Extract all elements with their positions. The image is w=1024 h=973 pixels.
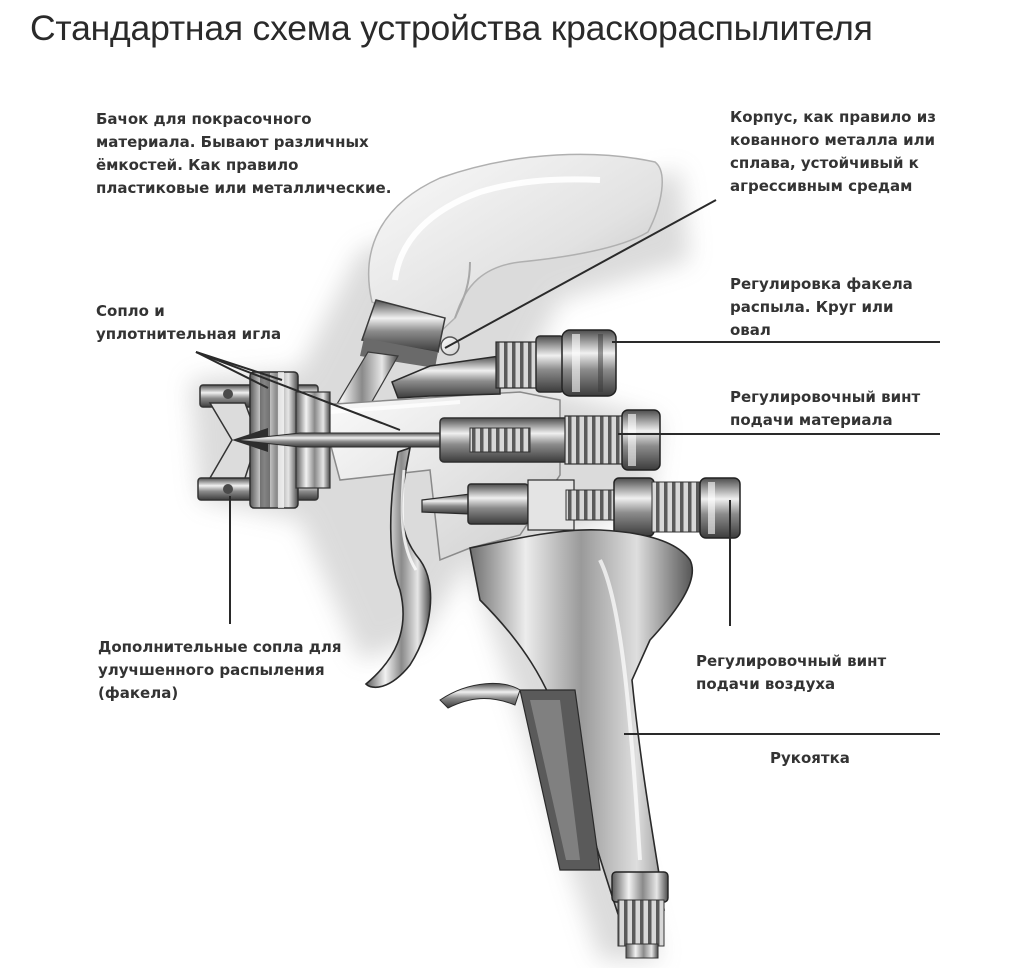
label-material-screw: Регулировочный винт подачи материала [730,388,921,429]
label-nozzle-needle: Сопло и уплотнительная игла [96,302,282,343]
spray-adjust-assembly [391,329,617,399]
pointer-nozzle-3 [195,351,401,431]
paint-tank [360,153,663,368]
label-spray-adjust: Регулировка факела распыла. Круг или ова… [730,275,913,339]
handle [439,528,694,959]
pointer-lines [195,199,940,735]
label-extra-nozzles: Дополнительные сопла для улучшенного рас… [98,638,342,702]
air-valve-assembly [421,477,741,539]
label-air-screw: Регулировочный винт подачи воздуха [696,652,887,693]
pointer-nozzle-1 [195,351,269,389]
pointer-tank [444,199,717,349]
material-screw-assembly [439,409,661,471]
label-handle: Рукоятка [770,749,850,767]
label-paint-tank: Бачок для покрасочного материала. Бывают… [96,110,392,197]
page-title: Стандартная схема устройства краскораспы… [30,8,873,48]
label-gun-body: Корпус, как правило из кованного металла… [730,108,936,195]
trigger [364,446,432,689]
